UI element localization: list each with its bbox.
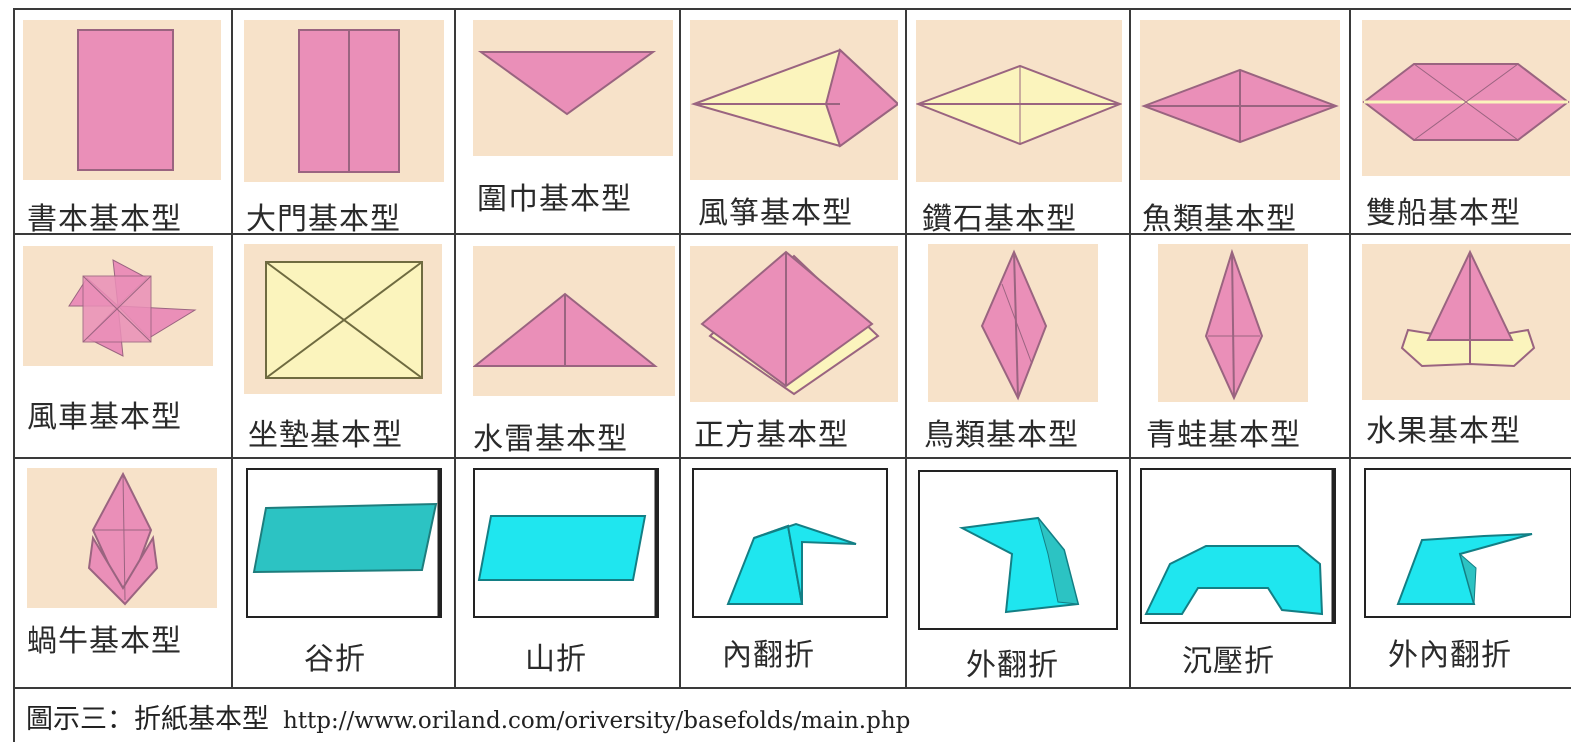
fold-label: 鑽石基本型 <box>922 202 1077 237</box>
fold-label: 谷折 <box>304 642 366 677</box>
kite-base-fold-icon <box>690 20 898 180</box>
fold-label: 外翻折 <box>966 648 1059 683</box>
fold-label: 水果基本型 <box>1366 414 1521 449</box>
fold-label: 沉壓折 <box>1182 644 1275 679</box>
figure-caption: 圖示三：折紙基本型 http://www.oriland.com/oriversi… <box>26 697 910 736</box>
windmill-base-fold-icon <box>23 246 213 366</box>
fold-label: 青蛙基本型 <box>1146 418 1301 453</box>
caption-text: 圖示三：折紙基本型 <box>26 704 269 735</box>
double-boat-base-fold-icon <box>1362 20 1570 176</box>
snail-base-fold-icon <box>27 468 217 608</box>
diamond-base-fold-icon <box>916 20 1122 182</box>
fold-label: 蝸牛基本型 <box>27 624 182 659</box>
fold-label: 鳥類基本型 <box>924 418 1079 453</box>
fold-cell: 谷折 <box>232 458 455 688</box>
sink-fold-icon <box>1140 468 1336 624</box>
fold-label: 書本基本型 <box>27 202 182 237</box>
fold-cell: 內翻折 <box>680 458 906 688</box>
fold-cell: 青蛙基本型 <box>1130 234 1350 458</box>
fold-cell: 大門基本型 <box>232 8 455 237</box>
fold-cell: 風車基本型 <box>13 234 232 458</box>
fold-cell: 外內翻折 <box>1350 458 1571 688</box>
fold-label: 山折 <box>525 642 587 677</box>
fold-cell: 鳥類基本型 <box>906 234 1130 458</box>
inside-reverse-fold-icon <box>692 468 888 618</box>
grid-column-divider <box>905 8 907 689</box>
fish-base-fold-icon <box>1140 20 1340 180</box>
grid-column-divider <box>679 8 681 689</box>
fold-cell: 魚類基本型 <box>1130 8 1350 237</box>
fold-cell: 圍巾基本型 <box>455 8 680 234</box>
valley-fold-icon <box>246 468 442 618</box>
fold-label: 水雷基本型 <box>473 422 628 457</box>
fold-cell: 雙船基本型 <box>1350 8 1571 234</box>
fold-label: 外內翻折 <box>1388 638 1512 673</box>
scarf-base-fold-icon <box>473 20 673 156</box>
grid-column-divider <box>231 8 233 689</box>
fold-cell: 外翻折 <box>906 458 1130 688</box>
fold-label: 內翻折 <box>722 638 815 673</box>
fold-label: 風箏基本型 <box>698 196 853 231</box>
caption-url: http://www.oriland.com/oriversity/basefo… <box>283 708 911 734</box>
fold-cell: 正方基本型 <box>680 234 906 458</box>
fold-label: 大門基本型 <box>246 202 401 237</box>
fold-cell: 山折 <box>455 458 680 688</box>
outside-reverse-fold-icon <box>918 470 1118 630</box>
fold-label: 正方基本型 <box>694 418 849 453</box>
fold-label: 魚類基本型 <box>1142 202 1297 237</box>
grid-column-divider <box>454 8 456 689</box>
square-base-fold-icon <box>690 246 898 402</box>
fold-cell: 風箏基本型 <box>680 8 906 234</box>
book-base-fold-icon <box>23 20 221 180</box>
fold-label: 雙船基本型 <box>1366 196 1521 231</box>
outside-inside-reverse-fold-icon <box>1364 468 1571 618</box>
fold-cell: 書本基本型 <box>13 8 232 237</box>
grid-row-divider <box>13 233 1571 235</box>
fold-cell: 水果基本型 <box>1350 234 1571 458</box>
fold-label: 圍巾基本型 <box>477 182 632 217</box>
grid-column-divider <box>1129 8 1131 689</box>
fold-label: 風車基本型 <box>27 400 182 435</box>
grid-column-divider <box>1349 8 1351 689</box>
fold-cell: 坐墊基本型 <box>232 234 455 458</box>
fold-cell: 水雷基本型 <box>455 234 680 458</box>
table-frame <box>13 8 1571 742</box>
fold-cell: 沉壓折 <box>1130 458 1350 688</box>
cupboard-base-fold-icon <box>244 20 444 182</box>
waterbomb-base-fold-icon <box>473 246 675 396</box>
fold-cell: 鑽石基本型 <box>906 8 1130 237</box>
fold-label: 坐墊基本型 <box>248 418 403 453</box>
grid-row-divider <box>13 687 1571 689</box>
fold-cell: 蝸牛基本型 <box>13 458 232 688</box>
grid-row-divider <box>13 457 1571 459</box>
cushion-base-fold-icon <box>244 244 442 394</box>
fruit-base-fold-icon <box>1362 244 1570 400</box>
frog-base-fold-icon <box>1158 244 1308 402</box>
mountain-fold-icon <box>473 468 659 618</box>
bird-base-fold-icon <box>928 244 1098 402</box>
